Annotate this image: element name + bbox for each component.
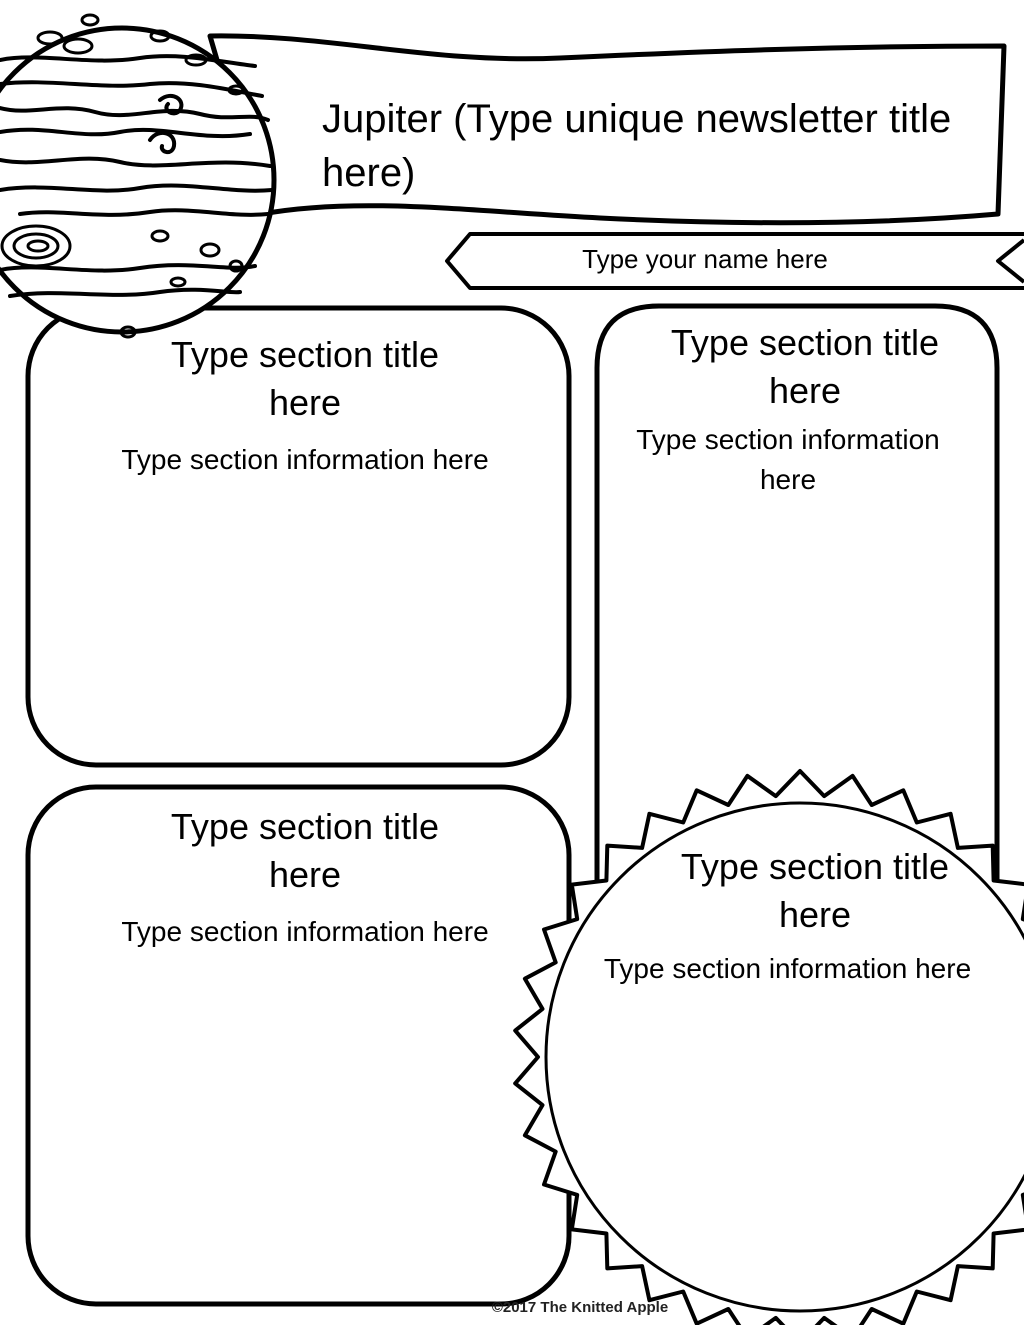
section-2-info[interactable]: Type section information here: [636, 424, 940, 495]
section-1-title[interactable]: Type section title here: [170, 334, 440, 423]
author-name-field[interactable]: Type your name here: [582, 244, 828, 274]
newsletter-title[interactable]: Jupiter (Type unique newsletter title he…: [322, 97, 952, 195]
section-3-title[interactable]: Type section title here: [170, 806, 440, 895]
copyright-notice: ©2017 The Knitted Apple: [491, 1299, 669, 1316]
section-4-title[interactable]: Type section title here: [680, 846, 950, 935]
section-box-1: [25, 305, 572, 768]
sun-icon: [513, 769, 1024, 1325]
section-1-info[interactable]: Type section information here: [121, 444, 489, 475]
section-2-title[interactable]: Type section title here: [670, 322, 940, 411]
ribbon-notch: [996, 238, 1024, 284]
section-3-info[interactable]: Type section information here: [121, 916, 489, 947]
section-box-2: [594, 303, 1000, 900]
jupiter-planet-icon: [0, 13, 277, 339]
title-banner: [207, 33, 1007, 226]
section-4-info[interactable]: Type section information here: [603, 953, 972, 984]
name-ribbon: [445, 232, 1024, 290]
